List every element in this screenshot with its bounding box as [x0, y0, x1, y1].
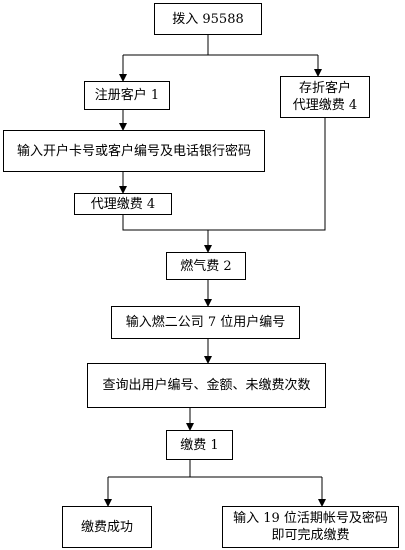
node-passbook-customer: 存折客户 代理缴费 4: [280, 76, 370, 118]
connector-pay-to-split: [108, 460, 322, 478]
node-pay: 缴费 1: [166, 430, 233, 460]
node-query-details: 查询出用户编号、金额、未缴费次数: [87, 363, 326, 408]
connector-passbook-merge: [208, 118, 326, 231]
node-enter-gas-user-number: 输入燃二公司 7 位用户编号: [111, 306, 300, 339]
node-gas-fee: 燃气费 2: [166, 252, 246, 280]
connector-dial-to-split: [123, 35, 318, 56]
connector-agent-pay-merge: [122, 215, 208, 231]
node-agent-payment: 代理缴费 4: [74, 193, 172, 215]
node-payment-success: 缴费成功: [62, 506, 152, 548]
node-registered-customer: 注册客户 1: [84, 81, 170, 110]
node-enter-card-number: 输入开户卡号或客户编号及电话银行密码: [3, 130, 265, 172]
node-dial: 拨入 95588: [154, 3, 262, 35]
node-enter-account-and-password: 输入 19 位活期帐号及密码 即可完成缴费: [222, 506, 399, 548]
